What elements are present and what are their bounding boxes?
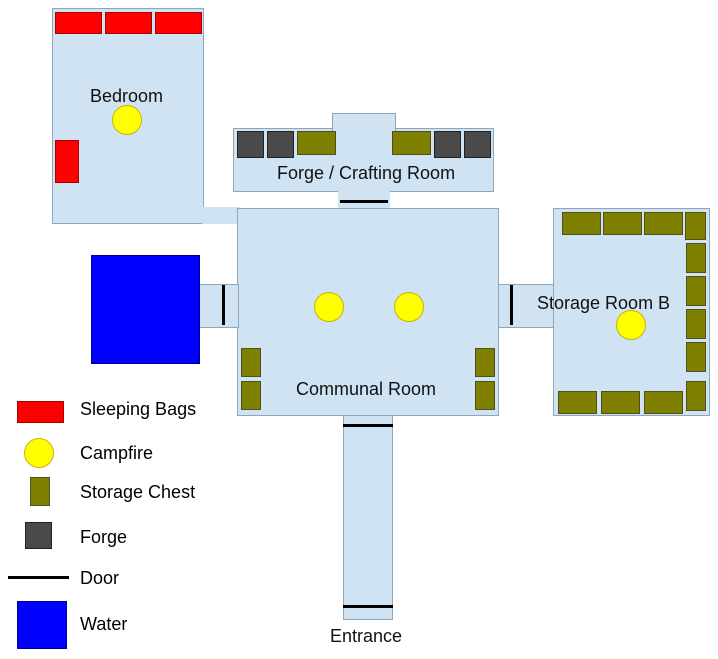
storage-chest [686, 243, 706, 273]
communal-room-label: Communal Room [296, 379, 437, 399]
storage-chest [686, 309, 706, 339]
storage-chest [686, 381, 706, 411]
legend-forge-label: Forge [80, 527, 128, 547]
forge-alcove [332, 113, 396, 133]
storage-chest [686, 276, 706, 306]
forge [237, 131, 264, 158]
sleeping-bag [105, 12, 152, 34]
storage-chest [475, 348, 495, 377]
legend-door-swatch [8, 576, 69, 579]
entrance-label: Entrance [330, 626, 403, 646]
door-west [222, 285, 225, 325]
sleeping-bag [55, 12, 102, 34]
storage-chest [603, 212, 642, 235]
door-entrance-bottom [343, 605, 393, 608]
forge [464, 131, 491, 158]
legend-sleeping-bags-label: Sleeping Bags [80, 399, 197, 419]
bedroom-label: Bedroom [90, 86, 164, 106]
storage-chest [601, 391, 640, 414]
legend-campfire-label: Campfire [80, 443, 154, 463]
storage-chest [686, 342, 706, 372]
storage-chest [297, 131, 336, 155]
door-entrance-top [343, 424, 393, 427]
sleeping-bag [155, 12, 202, 34]
storage-chest [241, 381, 261, 410]
storage-chest [685, 212, 706, 240]
campfire [616, 310, 646, 340]
legend-forge-swatch [25, 522, 52, 549]
storage-chest [475, 381, 495, 410]
legend-water-label: Water [80, 614, 128, 634]
forge-room-label: Forge / Crafting Room [277, 163, 456, 183]
door-forge [340, 200, 388, 203]
storage-chest [644, 212, 683, 235]
sleeping-bag [55, 140, 79, 183]
storage-chest [562, 212, 601, 235]
legend-campfire-swatch [24, 438, 54, 468]
bedroom-connector [202, 207, 240, 224]
storage-chest [558, 391, 597, 414]
legend-water-swatch [17, 601, 67, 649]
legend-storage-chest-label: Storage Chest [80, 482, 196, 502]
storage-chest [392, 131, 431, 155]
entrance-corridor [343, 415, 393, 620]
campfire [112, 105, 142, 135]
forge [267, 131, 294, 158]
campfire [314, 292, 344, 322]
campfire [394, 292, 424, 322]
legend-door-label: Door [80, 568, 120, 588]
door-east [510, 285, 513, 325]
storage-chest [241, 348, 261, 377]
legend-storage-chest-swatch [30, 477, 50, 506]
storage-room-b-label: Storage Room B [537, 293, 671, 313]
west-corridor [199, 284, 239, 328]
water-pool [91, 255, 200, 364]
forge [434, 131, 461, 158]
legend-sleeping-bag-swatch [17, 401, 64, 423]
storage-chest [644, 391, 683, 414]
